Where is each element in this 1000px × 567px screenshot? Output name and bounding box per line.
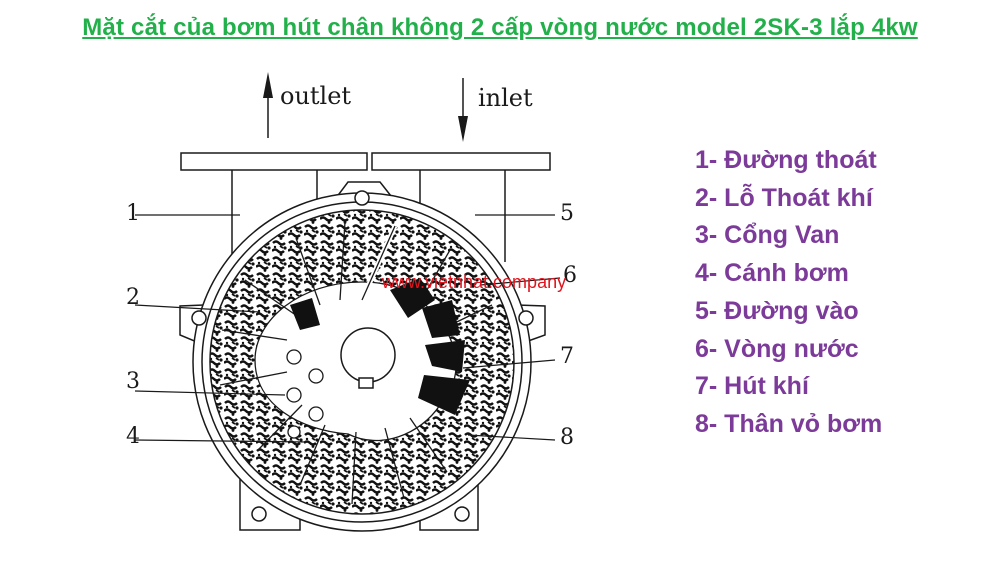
air-pockets <box>290 278 470 415</box>
inlet-label: inlet <box>478 84 533 112</box>
outlet-label: outlet <box>280 82 351 110</box>
legend-item-2: 2- Lỗ Thoát khí <box>695 183 873 212</box>
legend-item-8: 8- Thân vỏ bơm <box>695 409 883 438</box>
callout-4: 4 <box>126 424 140 449</box>
legend-item-6: 6- Vòng nước <box>695 334 859 363</box>
legend-item-3: 3- Cổng Van <box>695 221 840 250</box>
legend-list: 1- Đường thoát 2- Lỗ Thoát khí 3- Cổng V… <box>695 142 882 444</box>
legend-item-1: 1- Đường thoát <box>695 146 877 174</box>
callout-8: 8 <box>560 425 574 450</box>
legend-item-5: 5- Đường vào <box>695 296 859 325</box>
callout-1: 1 <box>126 201 140 226</box>
callout-3: 3 <box>126 369 140 394</box>
shaft-hub <box>340 327 396 389</box>
page-title: Mặt cắt của bơm hút chân không 2 cấp vòn… <box>82 14 918 41</box>
callout-2: 2 <box>126 285 140 310</box>
watermark: www.vietnhat.company <box>381 272 566 292</box>
inlet-arrow <box>458 78 468 142</box>
outlet-arrow <box>263 72 273 138</box>
callout-7: 7 <box>560 344 574 369</box>
callout-lines <box>134 214 561 443</box>
legend-item-4: 4- Cánh bơm <box>695 259 849 288</box>
valve-port <box>286 349 324 439</box>
legend-item-7: 7- Hút khí <box>695 372 809 401</box>
bolt-holes <box>191 190 534 522</box>
inlet-pipe <box>371 152 551 262</box>
callout-6: 6 <box>563 263 577 288</box>
callout-5: 5 <box>560 201 574 226</box>
outlet-pipe <box>180 152 368 262</box>
